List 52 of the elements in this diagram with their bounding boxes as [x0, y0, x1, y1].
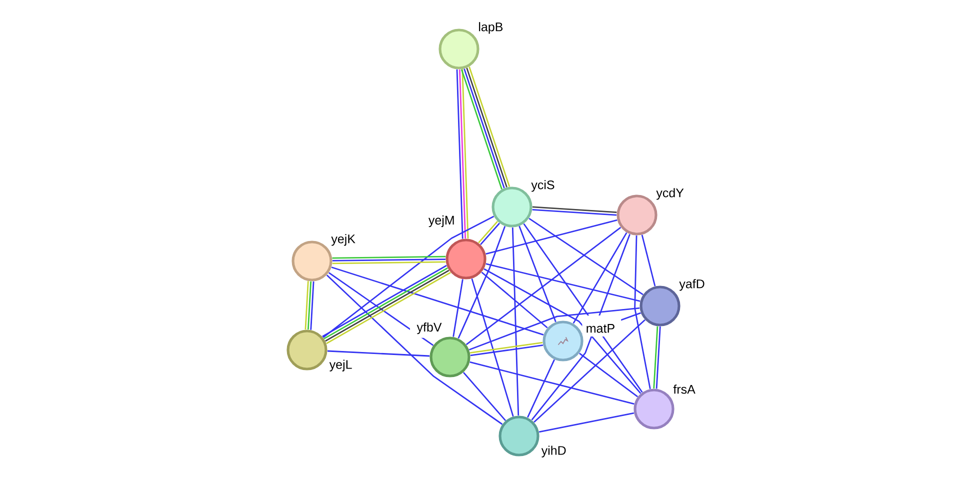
connector-line [634, 235, 651, 389]
node-label: yciS [531, 180, 554, 192]
node-label: yejK [331, 234, 356, 246]
node-label: yejL [329, 360, 352, 372]
connector-line [327, 350, 430, 357]
connector-line [532, 206, 617, 214]
connector-line [518, 226, 556, 322]
connector-line [458, 226, 506, 339]
connector-line [470, 361, 634, 405]
connector-line [579, 352, 638, 398]
connector-line [470, 344, 544, 356]
connector-line [456, 69, 464, 239]
connector-line [332, 256, 446, 259]
connector-line [528, 218, 644, 296]
connector-line [572, 232, 628, 324]
node-label: ycdY [656, 188, 684, 200]
connector-line [534, 319, 646, 423]
node-label: yihD [541, 446, 566, 458]
connector-line [326, 274, 503, 425]
node-label: yfbV [416, 322, 442, 334]
connector-line [304, 281, 309, 330]
connector-line [523, 223, 643, 393]
connector-line [466, 226, 622, 346]
connector-line [307, 281, 312, 330]
node-label: lapB [479, 22, 503, 34]
connector-line [459, 69, 466, 239]
connector-line [531, 234, 630, 420]
connector-line [471, 278, 514, 417]
connector-line [641, 234, 656, 286]
connector-line [486, 263, 640, 302]
connector-line [484, 268, 642, 394]
connector-line [328, 272, 434, 346]
node-label: yafD [679, 279, 704, 291]
connector-line [331, 266, 544, 336]
connector-line [512, 227, 520, 416]
node-label: yejM [428, 215, 454, 228]
connector-line [481, 272, 548, 328]
connector-line [462, 69, 469, 239]
connector-line [653, 326, 658, 389]
connector-line [332, 261, 446, 264]
connector-line [527, 359, 556, 418]
connector-line [538, 412, 634, 433]
connector-line [532, 208, 617, 216]
connector-line [322, 216, 494, 338]
connector-line [462, 372, 506, 422]
connector-line [452, 279, 464, 337]
connector-line [486, 219, 618, 255]
connector-line [310, 281, 314, 330]
connector-line [470, 342, 543, 354]
connector-line [332, 258, 446, 262]
node-label: frsA [673, 384, 696, 394]
connector-line [656, 326, 661, 389]
